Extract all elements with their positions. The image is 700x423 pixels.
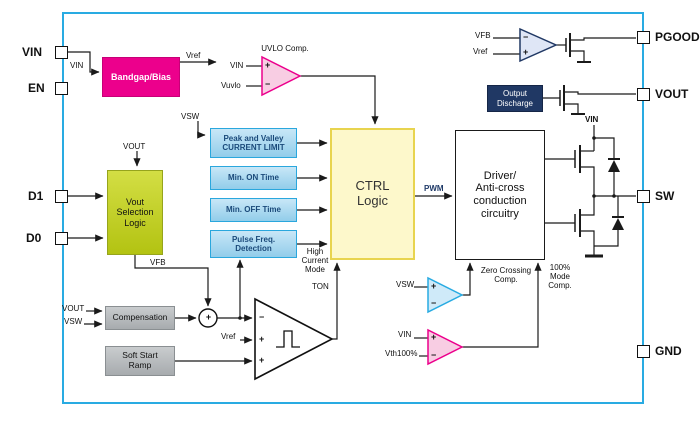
label-mode100-comp: 100% Mode Comp. bbox=[548, 263, 572, 291]
block-compensation: Compensation bbox=[105, 306, 175, 330]
chip-boundary bbox=[62, 12, 644, 404]
label-ton: TON bbox=[312, 282, 329, 291]
label-vout-selection-in: VOUT bbox=[123, 142, 146, 151]
label-high-current-mode: High Current Mode bbox=[301, 247, 329, 275]
pin-label-en: EN bbox=[28, 81, 45, 95]
label-uvlo-comp: UVLO Comp. bbox=[261, 44, 309, 53]
label-mode100-vin: VIN bbox=[398, 330, 412, 339]
main-minus-sign: − bbox=[259, 312, 265, 322]
block-min-off-time: Min. OFF Time bbox=[210, 198, 297, 222]
pin-pgood bbox=[637, 31, 650, 44]
pin-label-pgood: PGOOD bbox=[655, 30, 700, 44]
pin-label-d0: D0 bbox=[26, 231, 42, 245]
uvlo-plus-sign: + bbox=[265, 60, 271, 70]
pin-gnd bbox=[637, 345, 650, 358]
zc-plus-sign: + bbox=[431, 281, 437, 291]
pin-d0 bbox=[55, 232, 68, 245]
pgood-minus-sign: − bbox=[523, 32, 529, 42]
label-vsw-current-limit: VSW bbox=[181, 112, 200, 121]
pin-d1 bbox=[55, 190, 68, 203]
block-current-limit: Peak and Valley CURRENT LIMIT bbox=[210, 128, 297, 158]
block-ctrl-logic: CTRL Logic bbox=[330, 128, 415, 260]
uvlo-minus-sign: − bbox=[265, 79, 271, 89]
label-pgood-vref: Vref bbox=[473, 47, 488, 56]
label-vref-comparator: Vref bbox=[221, 332, 236, 341]
label-mode100-vth: Vth100% bbox=[385, 349, 418, 358]
label-vfb: VFB bbox=[150, 258, 166, 267]
label-zc-vsw: VSW bbox=[396, 280, 415, 289]
main-plus-mid-sign: + bbox=[259, 334, 265, 344]
pin-label-d1: D1 bbox=[28, 189, 44, 203]
zc-minus-sign: − bbox=[431, 298, 437, 308]
label-pgood-vfb: VFB bbox=[475, 31, 491, 40]
label-vin-power: VIN bbox=[585, 115, 599, 124]
block-soft-start-ramp: Soft Start Ramp bbox=[105, 346, 175, 376]
mode100-minus-sign: − bbox=[431, 350, 437, 360]
block-output-discharge: Output Discharge bbox=[487, 85, 543, 112]
pin-sw bbox=[637, 190, 650, 203]
pin-label-vin: VIN bbox=[22, 45, 43, 59]
block-vout-selection-logic: Vout Selection Logic bbox=[107, 170, 163, 255]
label-uvlo-vin: VIN bbox=[230, 61, 244, 70]
block-bandgap-bias: Bandgap/Bias bbox=[102, 57, 180, 97]
label-vref-bandgap: Vref bbox=[186, 51, 201, 60]
pgood-plus-sign: + bbox=[523, 47, 529, 57]
pin-label-gnd: GND bbox=[655, 344, 682, 358]
label-compensation-vout: VOUT bbox=[62, 304, 85, 313]
pin-label-vout: VOUT bbox=[655, 87, 689, 101]
mode100-plus-sign: + bbox=[431, 332, 437, 342]
block-min-on-time: Min. ON Time bbox=[210, 166, 297, 190]
pin-vin bbox=[55, 46, 68, 59]
label-pwm: PWM bbox=[424, 184, 444, 193]
label-compensation-vsw: VSW bbox=[64, 317, 83, 326]
main-plus-bottom-sign: + bbox=[259, 355, 265, 365]
label-zero-crossing-comp: Zero Crossing Comp. bbox=[480, 266, 532, 285]
block-driver-anticross: Driver/ Anti-cross conduction circuitry bbox=[455, 130, 545, 260]
block-pulse-freq-detection: Pulse Freq. Detection bbox=[210, 230, 297, 258]
pin-en bbox=[55, 82, 68, 95]
pin-label-sw: SW bbox=[655, 189, 675, 203]
label-uvlo-vuvlo: Vuvlo bbox=[221, 81, 241, 90]
pin-vout bbox=[637, 88, 650, 101]
summing-plus-sign: + bbox=[205, 312, 212, 322]
label-vin-bandgap: VIN bbox=[70, 61, 84, 70]
